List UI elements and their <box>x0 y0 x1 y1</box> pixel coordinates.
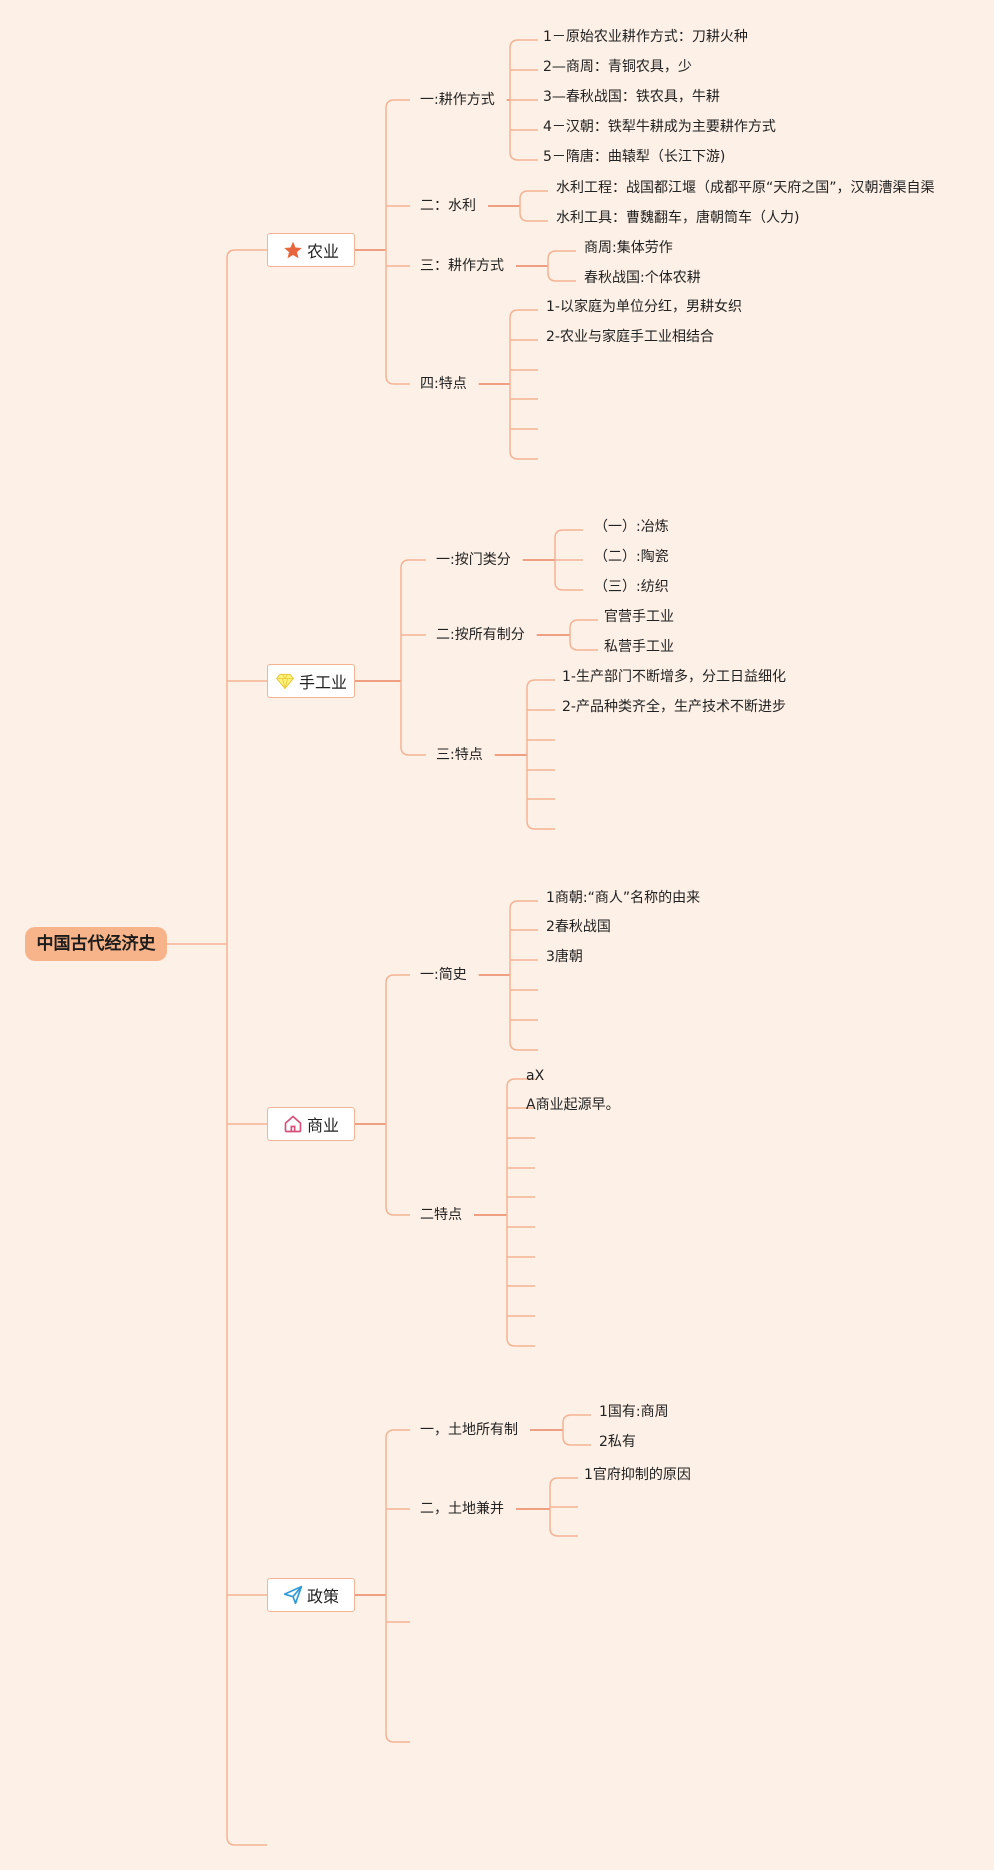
section-label[interactable]: 二特点 <box>420 1207 462 1223</box>
item-branch <box>549 1527 578 1537</box>
category-3[interactable]: 政策 <box>267 1578 355 1612</box>
item-branch <box>509 1041 538 1051</box>
item-branch <box>547 272 576 282</box>
section-branch <box>385 974 410 984</box>
item-label[interactable]: （一）:冶炼 <box>594 519 669 535</box>
section-label[interactable]: 四:特点 <box>420 376 467 392</box>
section-branch <box>385 99 410 109</box>
item-label[interactable]: 5－隋唐：曲辕犁（长江下游) <box>543 149 726 165</box>
item-label[interactable]: 3—春秋战国：铁农具，牛耕 <box>543 89 720 105</box>
item-label[interactable]: 私营手工业 <box>604 639 674 655</box>
item-branch <box>562 1436 591 1446</box>
root-topic[interactable]: 中国古代经济史 <box>25 927 167 961</box>
item-branch <box>506 1078 535 1088</box>
diamond-icon <box>275 671 295 691</box>
item-branch <box>547 250 576 260</box>
trunk-top-branch <box>226 249 267 259</box>
trunk-end-branch <box>226 1836 267 1846</box>
item-label[interactable]: 1－原始农业耕作方式：刀耕火种 <box>543 29 748 45</box>
item-branch <box>509 309 538 319</box>
section-label[interactable]: 一:耕作方式 <box>420 92 495 108</box>
section-label[interactable]: 二，土地兼并 <box>420 1501 504 1517</box>
item-branch <box>509 39 538 49</box>
item-label[interactable]: 商周:集体劳作 <box>584 240 673 256</box>
house-icon <box>283 1114 303 1134</box>
section-branch <box>385 1429 410 1439</box>
section-branch <box>385 1206 410 1216</box>
category-label: 农业 <box>306 242 339 261</box>
section-label[interactable]: 三：耕作方式 <box>420 258 504 274</box>
item-branch <box>509 450 538 460</box>
item-branch <box>554 581 583 591</box>
item-label[interactable]: 2—商周：青铜农具，少 <box>543 59 692 75</box>
item-branch <box>519 190 548 200</box>
item-label[interactable]: 3唐朝 <box>546 949 583 965</box>
star-icon <box>283 240 303 260</box>
category-2[interactable]: 商业 <box>267 1107 355 1141</box>
item-label[interactable]: 1-生产部门不断增多，分工日益细化 <box>562 669 786 685</box>
item-label[interactable]: 2-农业与家庭手工业相结合 <box>546 329 714 345</box>
item-label[interactable]: 2私有 <box>599 1434 636 1450</box>
item-branch <box>554 529 583 539</box>
item-branch <box>506 1337 535 1347</box>
item-label[interactable]: （三）:纺织 <box>594 579 669 595</box>
item-label[interactable]: 2-产品种类齐全，生产技术不断进步 <box>562 699 786 715</box>
section-label[interactable]: 一:简史 <box>420 967 467 983</box>
item-label[interactable]: 水利工具：曹魏翻车，唐朝筒车（人力) <box>556 210 800 226</box>
item-label[interactable]: 官营手工业 <box>604 609 674 625</box>
category-label: 手工业 <box>298 673 347 692</box>
item-branch <box>526 820 555 830</box>
item-branch <box>519 212 548 222</box>
section-label[interactable]: 一:按门类分 <box>436 552 511 568</box>
section-branch <box>385 375 410 385</box>
section-branch <box>400 559 426 569</box>
item-label[interactable]: 水利工程：战国都江堰（成都平原“天府之国”，汉朝漕渠自渠 <box>556 180 935 196</box>
item-branch <box>562 1414 591 1424</box>
item-label[interactable]: 1-以家庭为单位分红，男耕女织 <box>546 299 742 315</box>
item-branch <box>549 1477 578 1487</box>
category-1[interactable]: 手工业 <box>267 664 355 698</box>
item-branch <box>509 900 538 910</box>
category-label: 商业 <box>306 1116 339 1135</box>
section-branch <box>400 746 426 756</box>
section-branch <box>385 1733 410 1743</box>
paper-plane-icon <box>283 1585 303 1605</box>
item-branch <box>569 619 598 629</box>
category-0[interactable]: 农业 <box>267 233 355 267</box>
item-label[interactable]: 1国有:商周 <box>599 1404 669 1420</box>
item-label[interactable]: A商业起源早。 <box>526 1097 620 1113</box>
section-label[interactable]: 二:按所有制分 <box>436 627 525 643</box>
section-label[interactable]: 三:特点 <box>436 747 483 763</box>
item-branch <box>569 641 598 651</box>
item-label[interactable]: 1官府抑制的原因 <box>584 1467 691 1483</box>
item-label[interactable]: 1商朝:“商人”名称的由来 <box>546 890 701 906</box>
item-branch <box>509 151 538 161</box>
section-label[interactable]: 一，土地所有制 <box>420 1422 518 1438</box>
category-label: 政策 <box>306 1587 339 1606</box>
item-label[interactable]: 2春秋战国 <box>546 919 611 935</box>
item-label[interactable]: 春秋战国:个体农耕 <box>584 270 701 286</box>
item-label[interactable]: 4－汉朝：铁犁牛耕成为主要耕作方式 <box>543 119 776 135</box>
section-label[interactable]: 二：水利 <box>420 198 476 214</box>
item-branch <box>526 679 555 689</box>
item-label[interactable]: aX <box>526 1068 545 1084</box>
item-label[interactable]: （二）:陶瓷 <box>594 549 669 565</box>
